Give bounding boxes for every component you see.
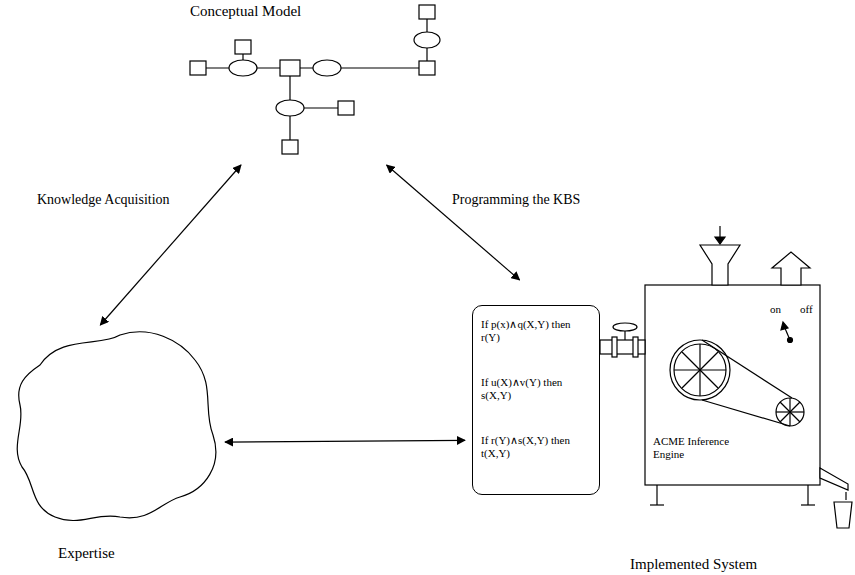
expertise-title: Expertise: [58, 544, 115, 562]
system-title: Implemented System: [630, 555, 757, 573]
double-arrow: [387, 165, 520, 280]
system-region: Implemented System If p(x)∧q(X,Y) then r(…: [465, 280, 855, 575]
model-title: Conceptual Model: [190, 2, 301, 20]
network-graph: [190, 5, 440, 154]
edge-label: Knowledge Acquisition: [35, 192, 172, 209]
double-arrow: [100, 165, 241, 325]
switch-label: off: [800, 303, 813, 316]
expertise-cloud: Expertise: [10, 325, 225, 564]
rule-text: If r(Y)∧s(X,Y) then t(X,Y): [481, 434, 581, 460]
rule-text: If p(x)∧q(X,Y) then r(Y): [481, 318, 581, 344]
machine-drawing: [600, 226, 852, 528]
cloud-path: [17, 332, 216, 521]
model-region: Conceptual Model: [185, 0, 465, 165]
switch-label: on: [770, 303, 781, 316]
cloud-outline: [10, 325, 225, 530]
edge-label: Programming the KBS: [450, 192, 582, 209]
rule-text: If u(X)∧v(Y) then s(X,Y): [481, 376, 581, 402]
engine-name: ACME Inference Engine: [653, 435, 745, 461]
rule-box: If p(x)∧q(X,Y) then r(Y) If u(X)∧v(Y) the…: [472, 305, 600, 495]
double-arrow: [225, 440, 465, 442]
inference-engine: ACME Inference Engine on off: [645, 285, 820, 485]
